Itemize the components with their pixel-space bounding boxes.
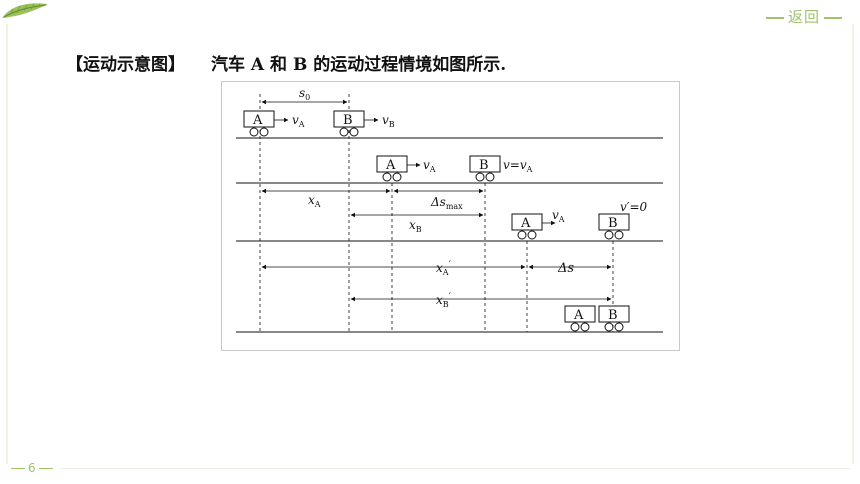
svg-text:B: B — [343, 113, 353, 128]
velocity-label: vA — [292, 113, 305, 129]
max-gap-label: Δsmax — [430, 195, 463, 211]
car-b: B — [333, 110, 365, 137]
page-number: 6 — [8, 461, 56, 475]
car-b: B — [469, 155, 501, 182]
motion-diagram-svg: s0 A vA B vB A vA B v=vA xA Δsmax xB — [236, 86, 663, 333]
car-b: B — [598, 213, 630, 240]
dash-icon — [765, 16, 784, 19]
dash-icon — [38, 468, 53, 469]
section-heading: 【运动示意图】 汽车 A 和 B 的运动过程情境如图所示. — [66, 50, 506, 75]
xb-prime-label: xB′ — [436, 292, 452, 309]
svg-text:A: A — [573, 308, 584, 323]
velocity-label: vA — [423, 158, 436, 174]
xa-prime-label: xA′ — [436, 260, 452, 277]
left-border — [6, 24, 8, 464]
delta-s-label: Δs — [557, 261, 574, 276]
velocity-label: vA — [552, 208, 565, 224]
motion-diagram: s0 A vA B vB A vA B v=vA xA Δsmax xB — [221, 81, 680, 351]
car-a: A — [511, 213, 543, 240]
xb-label: xB — [409, 218, 422, 234]
page-number-value: 6 — [28, 461, 36, 475]
heading-description: 汽车 A 和 B 的运动过程情境如图所示. — [211, 55, 507, 75]
svg-text:B: B — [608, 308, 618, 323]
car-a: A — [564, 305, 596, 332]
s0-label: s0 — [299, 86, 310, 102]
back-label: 返回 — [787, 8, 820, 26]
svg-text:B: B — [479, 158, 489, 173]
final-speed-label: v′=0 — [620, 200, 648, 214]
heading-tag: 【运动示意图】 — [66, 55, 185, 75]
car-a: A — [243, 110, 275, 137]
right-border — [852, 24, 854, 464]
dash-icon — [11, 468, 25, 469]
svg-text:B: B — [608, 216, 618, 231]
footer-divider — [60, 468, 850, 469]
back-button[interactable]: 返回 — [762, 6, 846, 27]
svg-text:A: A — [520, 216, 531, 231]
car-a: A — [376, 155, 408, 182]
velocity-label: vB — [382, 113, 395, 129]
svg-text:A: A — [385, 158, 396, 173]
dash-icon — [824, 16, 842, 19]
car-b: B — [598, 305, 630, 332]
svg-text:A: A — [252, 113, 263, 128]
leaf-logo-icon — [2, 3, 48, 18]
xa-label: xA — [308, 193, 321, 209]
equal-speed-label: v=vA — [503, 158, 533, 174]
